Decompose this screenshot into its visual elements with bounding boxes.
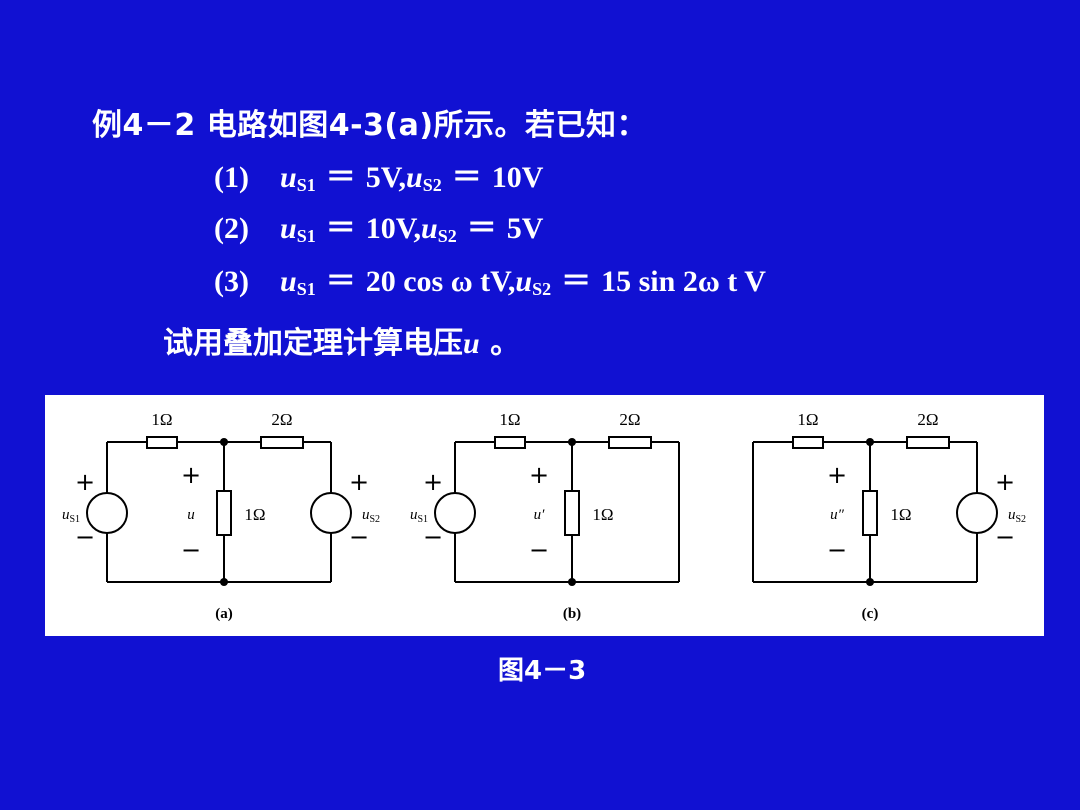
source-left-label: uS1 — [62, 507, 80, 525]
circuit-caption: (a) — [215, 606, 233, 622]
resistor-right-label: 2Ω — [917, 410, 938, 429]
resistor-left — [146, 436, 178, 449]
minus-sign: − — [827, 536, 847, 564]
resistor-right-label: 2Ω — [271, 410, 292, 429]
minus-sign: − — [995, 523, 1015, 551]
resistor-left-label: 1Ω — [797, 410, 818, 429]
task-text: 试用叠加定理计算电压u 。 — [163, 326, 521, 361]
circuit-caption: (c) — [862, 606, 879, 622]
plus-sign: + — [181, 461, 201, 489]
resistor-middle — [216, 490, 232, 536]
condition-3: (3)uS1＝20 cos ω tV,uS2＝15 sin 2ω t V — [214, 265, 766, 299]
minus-sign: − — [529, 536, 549, 564]
resistor-middle-label: 1Ω — [592, 505, 613, 524]
figure-caption: 图4－3 — [498, 656, 587, 686]
minus-sign: − — [181, 536, 201, 564]
resistor-middle — [564, 490, 580, 536]
condition-2: (2)uS1＝10V,uS2＝5V — [214, 212, 544, 246]
node-dot — [220, 438, 228, 446]
plus-sign: + — [995, 468, 1015, 496]
circuit-caption: (b) — [563, 606, 581, 622]
resistor-middle-label: 1Ω — [244, 505, 265, 524]
minus-sign: − — [75, 523, 95, 551]
resistor-right — [906, 436, 950, 449]
slide-title: 例4－2 电路如图4-3(a)所示。若已知： — [92, 108, 648, 143]
source-left-label: uS1 — [410, 507, 428, 525]
resistor-right — [608, 436, 652, 449]
minus-sign: − — [349, 523, 369, 551]
voltage-label: u — [187, 507, 195, 523]
node-dot — [220, 578, 228, 586]
resistor-middle-label: 1Ω — [890, 505, 911, 524]
plus-sign: + — [423, 468, 443, 496]
resistor-right — [260, 436, 304, 449]
plus-sign: + — [529, 461, 549, 489]
resistor-left — [792, 436, 824, 449]
plus-sign: + — [75, 468, 95, 496]
resistor-right-label: 2Ω — [619, 410, 640, 429]
node-dot — [866, 578, 874, 586]
node-dot — [568, 438, 576, 446]
node-dot — [866, 438, 874, 446]
minus-sign: − — [423, 523, 443, 551]
source-right-label: uS2 — [362, 507, 380, 525]
voltage-label: u″ — [830, 507, 845, 523]
voltage-source-right — [310, 492, 352, 534]
voltage-source-right — [956, 492, 998, 534]
resistor-left — [494, 436, 526, 449]
voltage-label: u′ — [534, 507, 546, 523]
plus-sign: + — [827, 461, 847, 489]
plus-sign: + — [349, 468, 369, 496]
condition-1: (1)uS1＝5V,uS2＝10V — [214, 161, 544, 195]
node-dot — [568, 578, 576, 586]
source-right-label: uS2 — [1008, 507, 1026, 525]
resistor-left-label: 1Ω — [151, 410, 172, 429]
resistor-middle — [862, 490, 878, 536]
resistor-left-label: 1Ω — [499, 410, 520, 429]
